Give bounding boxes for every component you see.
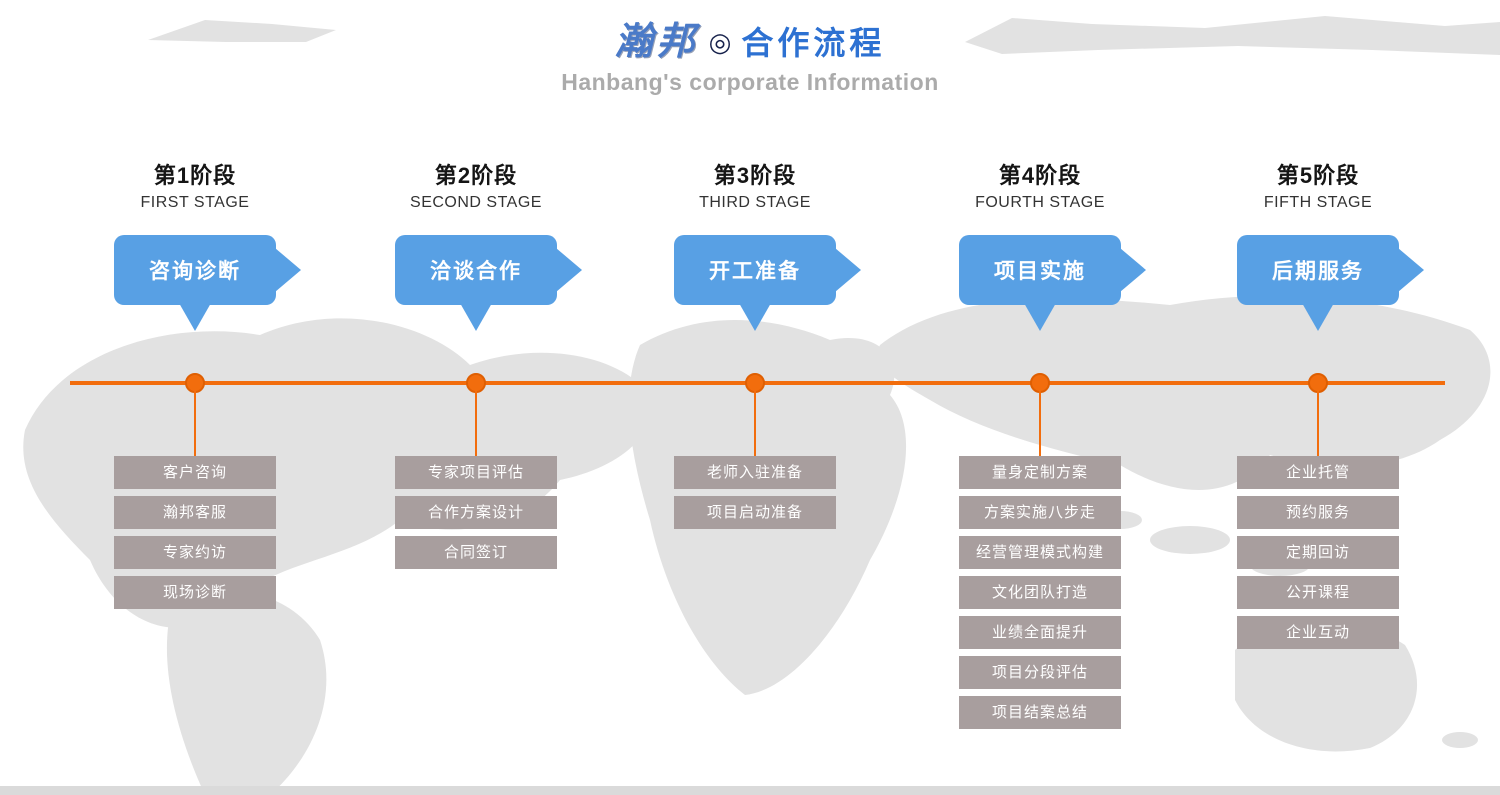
list-item: 方案实施八步走 xyxy=(959,496,1121,529)
map-top-left-landmass xyxy=(148,20,336,42)
list-item: 瀚邦客服 xyxy=(114,496,276,529)
stage-column-4: 第4阶段 FOURTH STAGE 项目实施 量身定制方案 方案实施八步走 经营… xyxy=(930,150,1150,770)
list-item: 老师入驻准备 xyxy=(674,456,836,489)
stage-bubble-label: 洽谈合作 xyxy=(430,260,522,283)
list-item: 合同签订 xyxy=(395,536,557,569)
stage-label: 第5阶段 xyxy=(1276,163,1360,188)
stage-bubble: 咨询诊断 xyxy=(114,235,301,331)
stage-column-2: 第2阶段 SECOND STAGE 洽谈合作 专家项目评估 合作方案设计 合同签… xyxy=(366,150,586,770)
stage-bubble: 开工准备 xyxy=(674,235,861,331)
pointer-down-icon xyxy=(460,303,492,331)
bullseye-icon: ◎ xyxy=(708,27,732,57)
list-item: 经营管理模式构建 xyxy=(959,536,1121,569)
map-antarctica-strip xyxy=(0,786,1500,795)
stage-label: 第1阶段 xyxy=(153,163,237,188)
stage-column-5: 第5阶段 FIFTH STAGE 后期服务 企业托管 预约服务 定期回访 公开课… xyxy=(1208,150,1428,770)
stage-bubble-label: 开工准备 xyxy=(709,260,801,283)
list-item: 企业托管 xyxy=(1237,456,1399,489)
pointer-down-icon xyxy=(1024,303,1056,331)
stage-column-3: 第3阶段 THIRD STAGE 开工准备 老师入驻准备 项目启动准备 xyxy=(645,150,865,770)
list-item: 预约服务 xyxy=(1237,496,1399,529)
list-item: 专家项目评估 xyxy=(395,456,557,489)
stage-sublabel: FOURTH STAGE xyxy=(975,194,1105,211)
list-item: 业绩全面提升 xyxy=(959,616,1121,649)
stage-item-list: 专家项目评估 合作方案设计 合同签订 xyxy=(395,456,557,576)
map-australia xyxy=(1235,621,1418,752)
brand-logo-text: 瀚邦 xyxy=(614,21,699,63)
stage-bubble: 洽谈合作 xyxy=(395,235,582,331)
page-title: 合作流程 xyxy=(741,25,886,61)
pointer-down-icon xyxy=(179,303,211,331)
arrow-right-icon xyxy=(1120,248,1146,292)
stage-item-list: 量身定制方案 方案实施八步走 经营管理模式构建 文化团队打造 业绩全面提升 项目… xyxy=(959,456,1121,736)
page-header: 瀚邦 ◎ 合作流程 Hanbang's corporate Informatio… xyxy=(0,0,1500,96)
stage-sublabel: SECOND STAGE xyxy=(410,194,542,211)
stage-bubble: 后期服务 xyxy=(1237,235,1424,331)
timeline-connector xyxy=(475,383,477,458)
list-item: 公开课程 xyxy=(1237,576,1399,609)
list-item: 定期回访 xyxy=(1237,536,1399,569)
map-island xyxy=(1150,526,1230,554)
list-item: 项目分段评估 xyxy=(959,656,1121,689)
arrow-right-icon xyxy=(835,248,861,292)
stage-item-list: 企业托管 预约服务 定期回访 公开课程 企业互动 xyxy=(1237,456,1399,656)
stage-bubble: 项目实施 xyxy=(959,235,1146,331)
map-top-right-landmass xyxy=(965,16,1500,55)
stage-sublabel: FIRST STAGE xyxy=(140,194,250,211)
stage-item-list: 老师入驻准备 项目启动准备 xyxy=(674,456,836,536)
list-item: 项目启动准备 xyxy=(674,496,836,529)
title-row: 瀚邦 ◎ 合作流程 xyxy=(0,0,1500,65)
timeline-connector xyxy=(1317,383,1319,458)
stage-sublabel: THIRD STAGE xyxy=(699,194,811,211)
stage-label: 第2阶段 xyxy=(434,163,518,188)
timeline-connector xyxy=(1039,383,1041,458)
list-item: 企业互动 xyxy=(1237,616,1399,649)
map-asia xyxy=(877,295,1491,490)
timeline-connector xyxy=(754,383,756,458)
list-item: 文化团队打造 xyxy=(959,576,1121,609)
list-item: 现场诊断 xyxy=(114,576,276,609)
stage-column-1: 第1阶段 FIRST STAGE 咨询诊断 客户咨询 瀚邦客服 专家约访 现场诊… xyxy=(85,150,305,770)
arrow-right-icon xyxy=(275,248,301,292)
list-item: 客户咨询 xyxy=(114,456,276,489)
stage-bubble-label: 项目实施 xyxy=(994,260,1086,283)
stage-label: 第4阶段 xyxy=(998,163,1082,188)
arrow-right-icon xyxy=(1398,248,1424,292)
stage-bubble-label: 咨询诊断 xyxy=(149,260,241,283)
stage-item-list: 客户咨询 瀚邦客服 专家约访 现场诊断 xyxy=(114,456,276,616)
stage-bubble-label: 后期服务 xyxy=(1272,260,1364,283)
pointer-down-icon xyxy=(739,303,771,331)
list-item: 合作方案设计 xyxy=(395,496,557,529)
pointer-down-icon xyxy=(1302,303,1334,331)
stage-label: 第3阶段 xyxy=(713,163,797,188)
list-item: 项目结案总结 xyxy=(959,696,1121,729)
page-subtitle: Hanbang's corporate Information xyxy=(561,69,939,95)
map-south-america xyxy=(166,592,327,795)
map-island xyxy=(1442,732,1478,748)
arrow-right-icon xyxy=(556,248,582,292)
stage-sublabel: FIFTH STAGE xyxy=(1263,194,1373,211)
list-item: 专家约访 xyxy=(114,536,276,569)
timeline-connector xyxy=(194,383,196,458)
list-item: 量身定制方案 xyxy=(959,456,1121,489)
